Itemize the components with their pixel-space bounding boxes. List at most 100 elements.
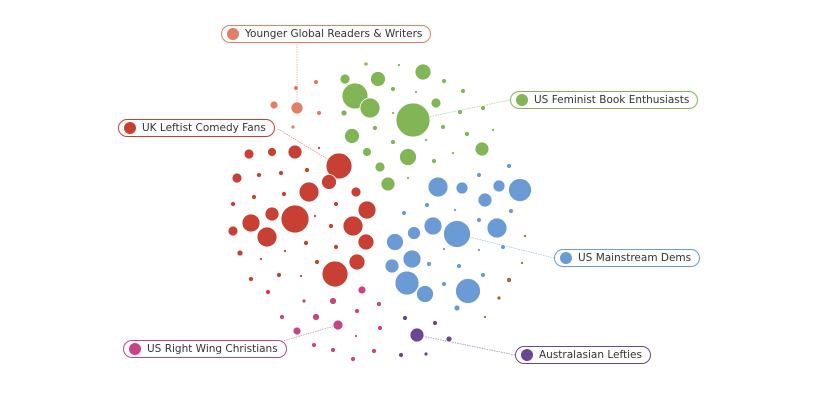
- label-australasian-lefties[interactable]: Australasian Lefties: [515, 346, 651, 364]
- bubble-feminist[interactable]: [399, 148, 417, 166]
- bubble-uk[interactable]: [333, 244, 339, 250]
- bubble-uk[interactable]: [251, 194, 257, 200]
- bubble-uk[interactable]: [321, 260, 349, 288]
- bubble-uk[interactable]: [357, 200, 377, 220]
- bubble-feminist[interactable]: [460, 88, 466, 94]
- bubble-dems[interactable]: [386, 233, 404, 251]
- bubble-uk[interactable]: [342, 215, 364, 237]
- bubble-aus[interactable]: [398, 352, 404, 358]
- bubble-uk[interactable]: [259, 257, 263, 261]
- bubble-dems[interactable]: [476, 172, 482, 178]
- bubble-feminist[interactable]: [391, 111, 395, 115]
- bubble-feminist[interactable]: [440, 124, 446, 130]
- bubble-feminist[interactable]: [339, 73, 351, 85]
- bubble-younger[interactable]: [293, 85, 299, 91]
- bubble-feminist[interactable]: [491, 128, 495, 132]
- bubble-uk[interactable]: [230, 201, 236, 207]
- bubble-uk[interactable]: [348, 253, 366, 271]
- bubble-dems[interactable]: [426, 261, 432, 267]
- bubble-dems[interactable]: [455, 181, 469, 195]
- bubble-dems[interactable]: [441, 281, 447, 287]
- bubble-feminist[interactable]: [414, 90, 418, 94]
- bubble-uk[interactable]: [248, 276, 254, 282]
- bubble-feminist[interactable]: [406, 176, 410, 180]
- bubble-dems[interactable]: [456, 263, 462, 269]
- bubble-christians[interactable]: [292, 326, 302, 336]
- bubble-feminist[interactable]: [464, 131, 470, 137]
- bubble-christians[interactable]: [329, 297, 337, 305]
- label-uk-leftist-comedy[interactable]: UK Leftist Comedy Fans: [118, 119, 275, 137]
- bubble-other[interactable]: [506, 277, 512, 283]
- bubble-younger[interactable]: [313, 79, 319, 85]
- bubble-dems[interactable]: [416, 285, 434, 303]
- bubble-uk[interactable]: [256, 172, 262, 178]
- bubble-dems[interactable]: [453, 208, 457, 212]
- bubble-uk[interactable]: [236, 249, 244, 257]
- bubble-aus[interactable]: [423, 351, 429, 357]
- bubble-feminist[interactable]: [431, 158, 437, 164]
- bubble-dems[interactable]: [480, 272, 486, 278]
- bubble-feminist[interactable]: [430, 97, 442, 109]
- bubble-uk[interactable]: [283, 249, 287, 253]
- label-younger-global-readers[interactable]: Younger Global Readers & Writers: [221, 25, 432, 43]
- bubble-feminist[interactable]: [344, 128, 360, 144]
- bubble-other[interactable]: [483, 315, 487, 319]
- bubble-feminist[interactable]: [380, 176, 396, 192]
- bubble-dems[interactable]: [492, 179, 506, 193]
- label-us-mainstream-dems[interactable]: US Mainstream Dems: [554, 249, 701, 267]
- bubble-uk[interactable]: [299, 274, 303, 278]
- bubble-uk[interactable]: [287, 144, 303, 160]
- label-us-right-wing-christians[interactable]: US Right Wing Christians: [123, 340, 287, 358]
- bubble-christians[interactable]: [354, 308, 360, 314]
- bubble-dems[interactable]: [476, 217, 482, 223]
- bubble-christians[interactable]: [350, 356, 356, 362]
- bubble-uk[interactable]: [243, 148, 255, 160]
- bubble-dems[interactable]: [506, 163, 512, 169]
- bubble-uk[interactable]: [231, 172, 243, 184]
- bubble-dems[interactable]: [427, 176, 449, 198]
- bubble-feminist[interactable]: [362, 147, 372, 157]
- bubble-feminist[interactable]: [395, 102, 431, 138]
- bubble-dems[interactable]: [508, 208, 514, 214]
- bubble-dems[interactable]: [424, 202, 430, 208]
- bubble-dems[interactable]: [486, 217, 508, 239]
- bubble-feminist[interactable]: [370, 71, 386, 87]
- bubble-feminist[interactable]: [474, 141, 490, 157]
- bubble-dems[interactable]: [500, 244, 506, 250]
- bubble-uk[interactable]: [281, 191, 287, 197]
- bubble-dems[interactable]: [407, 226, 421, 240]
- bubble-dems[interactable]: [394, 270, 420, 296]
- bubble-feminist[interactable]: [457, 109, 463, 115]
- bubble-feminist[interactable]: [414, 63, 432, 81]
- bubble-feminist[interactable]: [363, 61, 369, 67]
- bubble-christians[interactable]: [330, 347, 336, 353]
- bubble-feminist[interactable]: [374, 161, 386, 173]
- bubble-uk[interactable]: [278, 170, 284, 176]
- bubble-feminist[interactable]: [480, 105, 486, 111]
- bubble-dems[interactable]: [455, 278, 481, 304]
- bubble-younger[interactable]: [290, 124, 296, 130]
- bubble-younger[interactable]: [316, 110, 322, 116]
- bubble-uk[interactable]: [280, 204, 310, 234]
- bubble-uk[interactable]: [256, 226, 278, 248]
- bubble-feminist[interactable]: [340, 109, 348, 117]
- bubble-uk[interactable]: [303, 240, 309, 246]
- bubble-aus[interactable]: [432, 320, 438, 326]
- bubble-dems[interactable]: [443, 220, 471, 248]
- bubble-uk[interactable]: [325, 152, 353, 180]
- bubble-christians[interactable]: [311, 342, 317, 348]
- bubble-uk[interactable]: [350, 186, 362, 198]
- bubble-dems[interactable]: [384, 258, 400, 274]
- bubble-younger[interactable]: [269, 100, 279, 110]
- bubble-uk[interactable]: [267, 147, 277, 157]
- bubble-christians[interactable]: [279, 314, 285, 320]
- bubble-feminist[interactable]: [424, 138, 428, 142]
- bubble-uk[interactable]: [298, 181, 320, 203]
- bubble-uk[interactable]: [241, 213, 261, 233]
- bubble-aus[interactable]: [445, 335, 453, 343]
- bubble-feminist[interactable]: [441, 78, 447, 84]
- bubble-dems[interactable]: [423, 216, 443, 236]
- bubble-aus[interactable]: [409, 327, 425, 343]
- bubble-dems[interactable]: [508, 178, 532, 202]
- bubble-aus[interactable]: [402, 315, 408, 321]
